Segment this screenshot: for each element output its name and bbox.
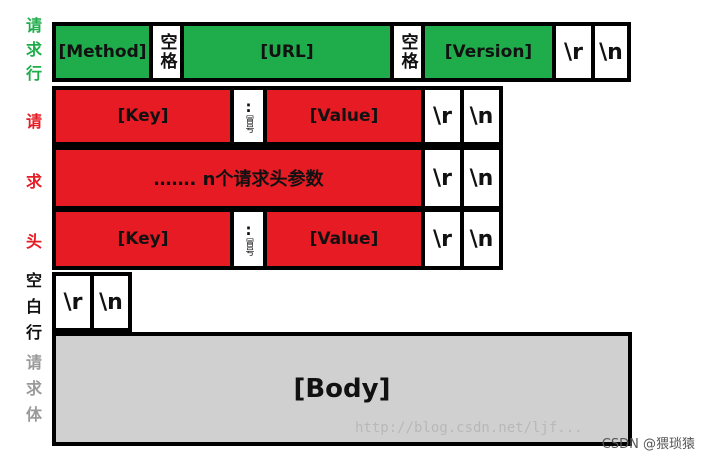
side-label-blank-line: 空 白 行 [25,271,42,342]
header-params-lf-cell: \n [460,146,503,210]
version-cell: [Version] [421,22,556,82]
space-cell-2: 空格 [390,22,425,82]
side-label-header-3: 头 [25,232,42,251]
header-lf-cell: \n [460,86,503,146]
header-params-cr-cell: \r [421,146,464,210]
request-line-lf-cell: \n [591,22,631,82]
colon-note: 冒号 [243,115,254,133]
request-line-cr-cell: \r [552,22,595,82]
blank-line-cr-cell: \r [52,272,94,332]
method-cell: [Method] [52,22,153,82]
url-cell: [URL] [180,22,394,82]
colon-note: 冒号 [243,238,254,256]
faint-watermark: http://blog.csdn.net/ljf... [355,420,583,436]
header-key-cell-last: [Key] [52,208,234,270]
colon-symbol: : [245,98,252,116]
colon-symbol: : [245,221,252,239]
csdn-watermark: CSDN @猥琐猿 [601,437,695,452]
header-value-cell: [Value] [263,86,425,146]
side-label-request-body: 请 求 体 [25,353,42,424]
header-key-cell: [Key] [52,86,234,146]
header-lf-cell-last: \n [460,208,503,270]
header-params-cell: ……. n个请求头参数 [52,146,425,210]
space-cell-1: 空格 [149,22,184,82]
side-label-header-1: 请 [25,112,42,131]
side-label-header-2: 求 [25,172,42,191]
side-label-request-line: 请 求 行 [25,16,42,83]
header-colon-cell: : 冒号 [230,86,267,146]
blank-line-lf-cell: \n [90,272,132,332]
header-cr-cell-last: \r [421,208,464,270]
header-cr-cell: \r [421,86,464,146]
header-colon-cell-last: : 冒号 [230,208,267,270]
header-value-cell-last: [Value] [263,208,425,270]
body-cell: [Body] [52,332,632,446]
